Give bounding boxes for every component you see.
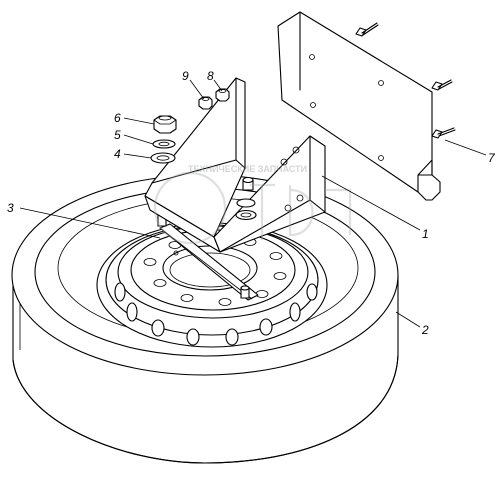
bolt-middle xyxy=(431,79,453,91)
watermark-text: ТЕХНИЧЕСКИЕ ЗАПЧАСТИ xyxy=(188,164,307,174)
callout-8: 8 xyxy=(207,69,214,83)
callout-2: 2 xyxy=(421,323,429,337)
small-nuts xyxy=(198,88,230,110)
callout-9: 9 xyxy=(182,69,189,83)
callout-3: 3 xyxy=(7,201,14,215)
nut-and-washers xyxy=(150,115,177,164)
callout-6: 6 xyxy=(114,111,121,125)
clamp-bar xyxy=(157,209,259,301)
bolt-lower xyxy=(431,127,456,139)
callout-4: 4 xyxy=(114,147,121,161)
callout-7: 7 xyxy=(488,151,496,165)
callout-1: 1 xyxy=(422,227,429,241)
bracket xyxy=(144,77,326,253)
frame-mount-plate xyxy=(277,11,441,201)
watermark: ТЕХНИЧЕСКИЕ ЗАПЧАСТИ xyxy=(153,164,352,245)
leader-lines xyxy=(19,79,487,328)
bolt-upper xyxy=(355,22,379,37)
bolts xyxy=(355,22,456,139)
callout-5: 5 xyxy=(114,128,121,142)
callouts: 1 2 3 4 5 6 7 8 9 xyxy=(7,69,496,337)
